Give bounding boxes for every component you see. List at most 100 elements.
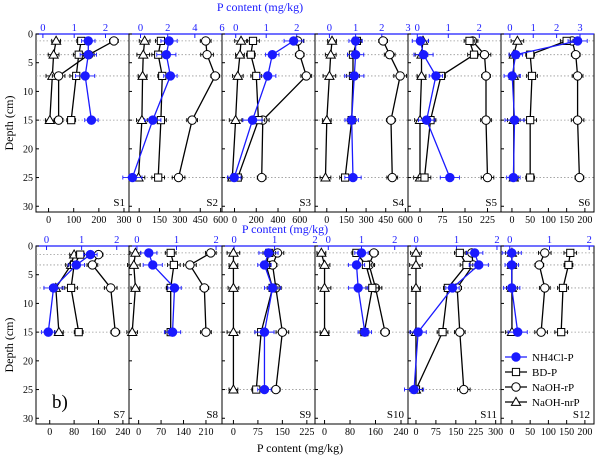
- data-point-bd-p: [252, 71, 261, 81]
- data-point-naoh-rp: [479, 49, 490, 60]
- bottom-tick-label: 600: [398, 215, 413, 226]
- data-point-naoh-nrp: [139, 35, 151, 45]
- data-point-naoh-nrp: [319, 326, 331, 337]
- top-tick-label: 1: [174, 235, 179, 246]
- data-point-nh4cl-p: [43, 327, 53, 337]
- bottom-tick-label: 100: [66, 215, 81, 226]
- data-point-naoh-rp: [395, 71, 405, 81]
- data-point-naoh-rp: [106, 283, 116, 293]
- data-point-nh4cl-p: [161, 49, 172, 60]
- data-point-naoh-rp: [540, 283, 550, 293]
- series-line-naoh-rp: [538, 252, 546, 333]
- data-point-naoh-rp: [185, 260, 195, 270]
- top-tick-label: 0: [413, 235, 418, 246]
- bottom-tick-label: 0: [413, 427, 418, 438]
- data-point-naoh-rp: [387, 172, 397, 183]
- data-point-naoh-nrp: [227, 282, 239, 292]
- series-line-naoh-nrp: [419, 40, 424, 178]
- series-line-bd-p: [560, 252, 571, 333]
- data-point-naoh-rp: [53, 71, 64, 81]
- data-point-nh4cl-p: [512, 327, 523, 337]
- data-point-naoh-rp: [571, 49, 581, 60]
- y-axis-title-lower: Depth (cm): [2, 318, 16, 373]
- series-line-naoh-rp: [382, 40, 401, 178]
- series-line-nh4cl-p: [355, 252, 366, 333]
- data-point-naoh-nrp: [48, 49, 60, 59]
- panel-label-s10: S10: [387, 409, 405, 421]
- data-point-naoh-rp: [201, 327, 211, 337]
- data-point-nh4cl-p: [144, 248, 154, 258]
- data-point-nh4cl-p: [71, 260, 82, 270]
- bottom-tick-label: 75: [438, 215, 448, 226]
- data-point-nh4cl-p: [447, 283, 458, 293]
- data-point-naoh-nrp: [227, 259, 239, 269]
- data-point-naoh-rp: [109, 36, 119, 46]
- data-point-bd-p: [558, 283, 568, 293]
- data-point-naoh-rp: [301, 71, 311, 81]
- data-point-nh4cl-p: [259, 384, 270, 395]
- bottom-tick-label: 300: [172, 215, 187, 226]
- data-point-naoh-rp: [384, 49, 395, 60]
- data-point-bd-p: [66, 283, 76, 293]
- data-point-naoh-rp: [187, 115, 197, 125]
- y-tick-label: 30: [23, 202, 33, 213]
- bottom-tick-label: 300: [488, 427, 503, 438]
- data-point-nh4cl-p: [431, 71, 441, 81]
- data-point-bd-p: [557, 328, 566, 337]
- top-tick-label: 2: [165, 23, 170, 34]
- bottom-tick-label: 160: [91, 427, 106, 438]
- data-point-naoh-rp: [257, 172, 267, 183]
- data-point-naoh-nrp: [137, 49, 149, 59]
- data-point-naoh-nrp: [321, 114, 333, 125]
- data-point-nh4cl-p: [349, 71, 359, 81]
- top-axis-title-lower: P content (mg/kg): [242, 222, 328, 236]
- legend-label: NaOH-rP: [532, 382, 574, 394]
- data-point-nh4cl-p: [348, 172, 358, 183]
- panel-label-s2: S2: [206, 197, 218, 209]
- series-line-naoh-rp: [261, 40, 308, 178]
- bottom-tick-label: 150: [275, 427, 290, 438]
- bottom-tick-label: 0: [46, 215, 51, 226]
- data-point-naoh-rp: [110, 327, 120, 337]
- top-tick-label: 0: [507, 23, 512, 34]
- data-point-nh4cl-p: [421, 115, 432, 125]
- data-point-naoh-rp: [574, 172, 585, 183]
- series-line-nh4cl-p: [511, 40, 578, 178]
- series-line-nh4cl-p: [419, 40, 451, 178]
- panel-frame-s11: [407, 245, 502, 425]
- data-point-naoh-rp: [455, 327, 465, 337]
- top-tick-label: 2: [392, 235, 397, 246]
- data-point-naoh-nrp: [44, 114, 56, 125]
- data-point-naoh-rp: [380, 327, 390, 337]
- data-point-nh4cl-p: [259, 260, 270, 270]
- panel-label-s6: S6: [578, 197, 590, 209]
- bottom-tick-label: 150: [152, 215, 167, 226]
- data-point-naoh-nrp: [232, 70, 244, 80]
- y-tick-label: 0: [28, 30, 33, 41]
- data-point-nh4cl-p: [507, 283, 517, 293]
- data-point-nh4cl-p: [148, 260, 158, 270]
- series-line-naoh-nrp: [324, 40, 333, 178]
- data-point-naoh-nrp: [136, 114, 148, 125]
- bottom-tick-label: 0: [136, 427, 141, 438]
- y-tick-label: 25: [23, 173, 33, 184]
- series-line-naoh-rp: [368, 252, 386, 333]
- bottom-axis-title: P content (mg/kg): [257, 441, 343, 455]
- data-point-nh4cl-p: [474, 260, 484, 270]
- bottom-tick-label: 210: [198, 427, 213, 438]
- data-point-naoh-nrp: [325, 49, 337, 59]
- legend-label: NH4Cl-P: [532, 352, 574, 364]
- data-point-naoh-rp: [87, 260, 98, 270]
- data-point-nh4cl-p: [127, 172, 138, 183]
- data-point-nh4cl-p: [83, 49, 93, 60]
- bottom-tick-label: 0: [509, 427, 514, 438]
- data-point-naoh-nrp: [410, 282, 422, 292]
- top-tick-label: 1: [359, 235, 364, 246]
- data-point-nh4cl-p: [247, 115, 258, 125]
- bottom-tick-label: 200: [91, 215, 106, 226]
- series-line-naoh-nrp: [131, 252, 137, 333]
